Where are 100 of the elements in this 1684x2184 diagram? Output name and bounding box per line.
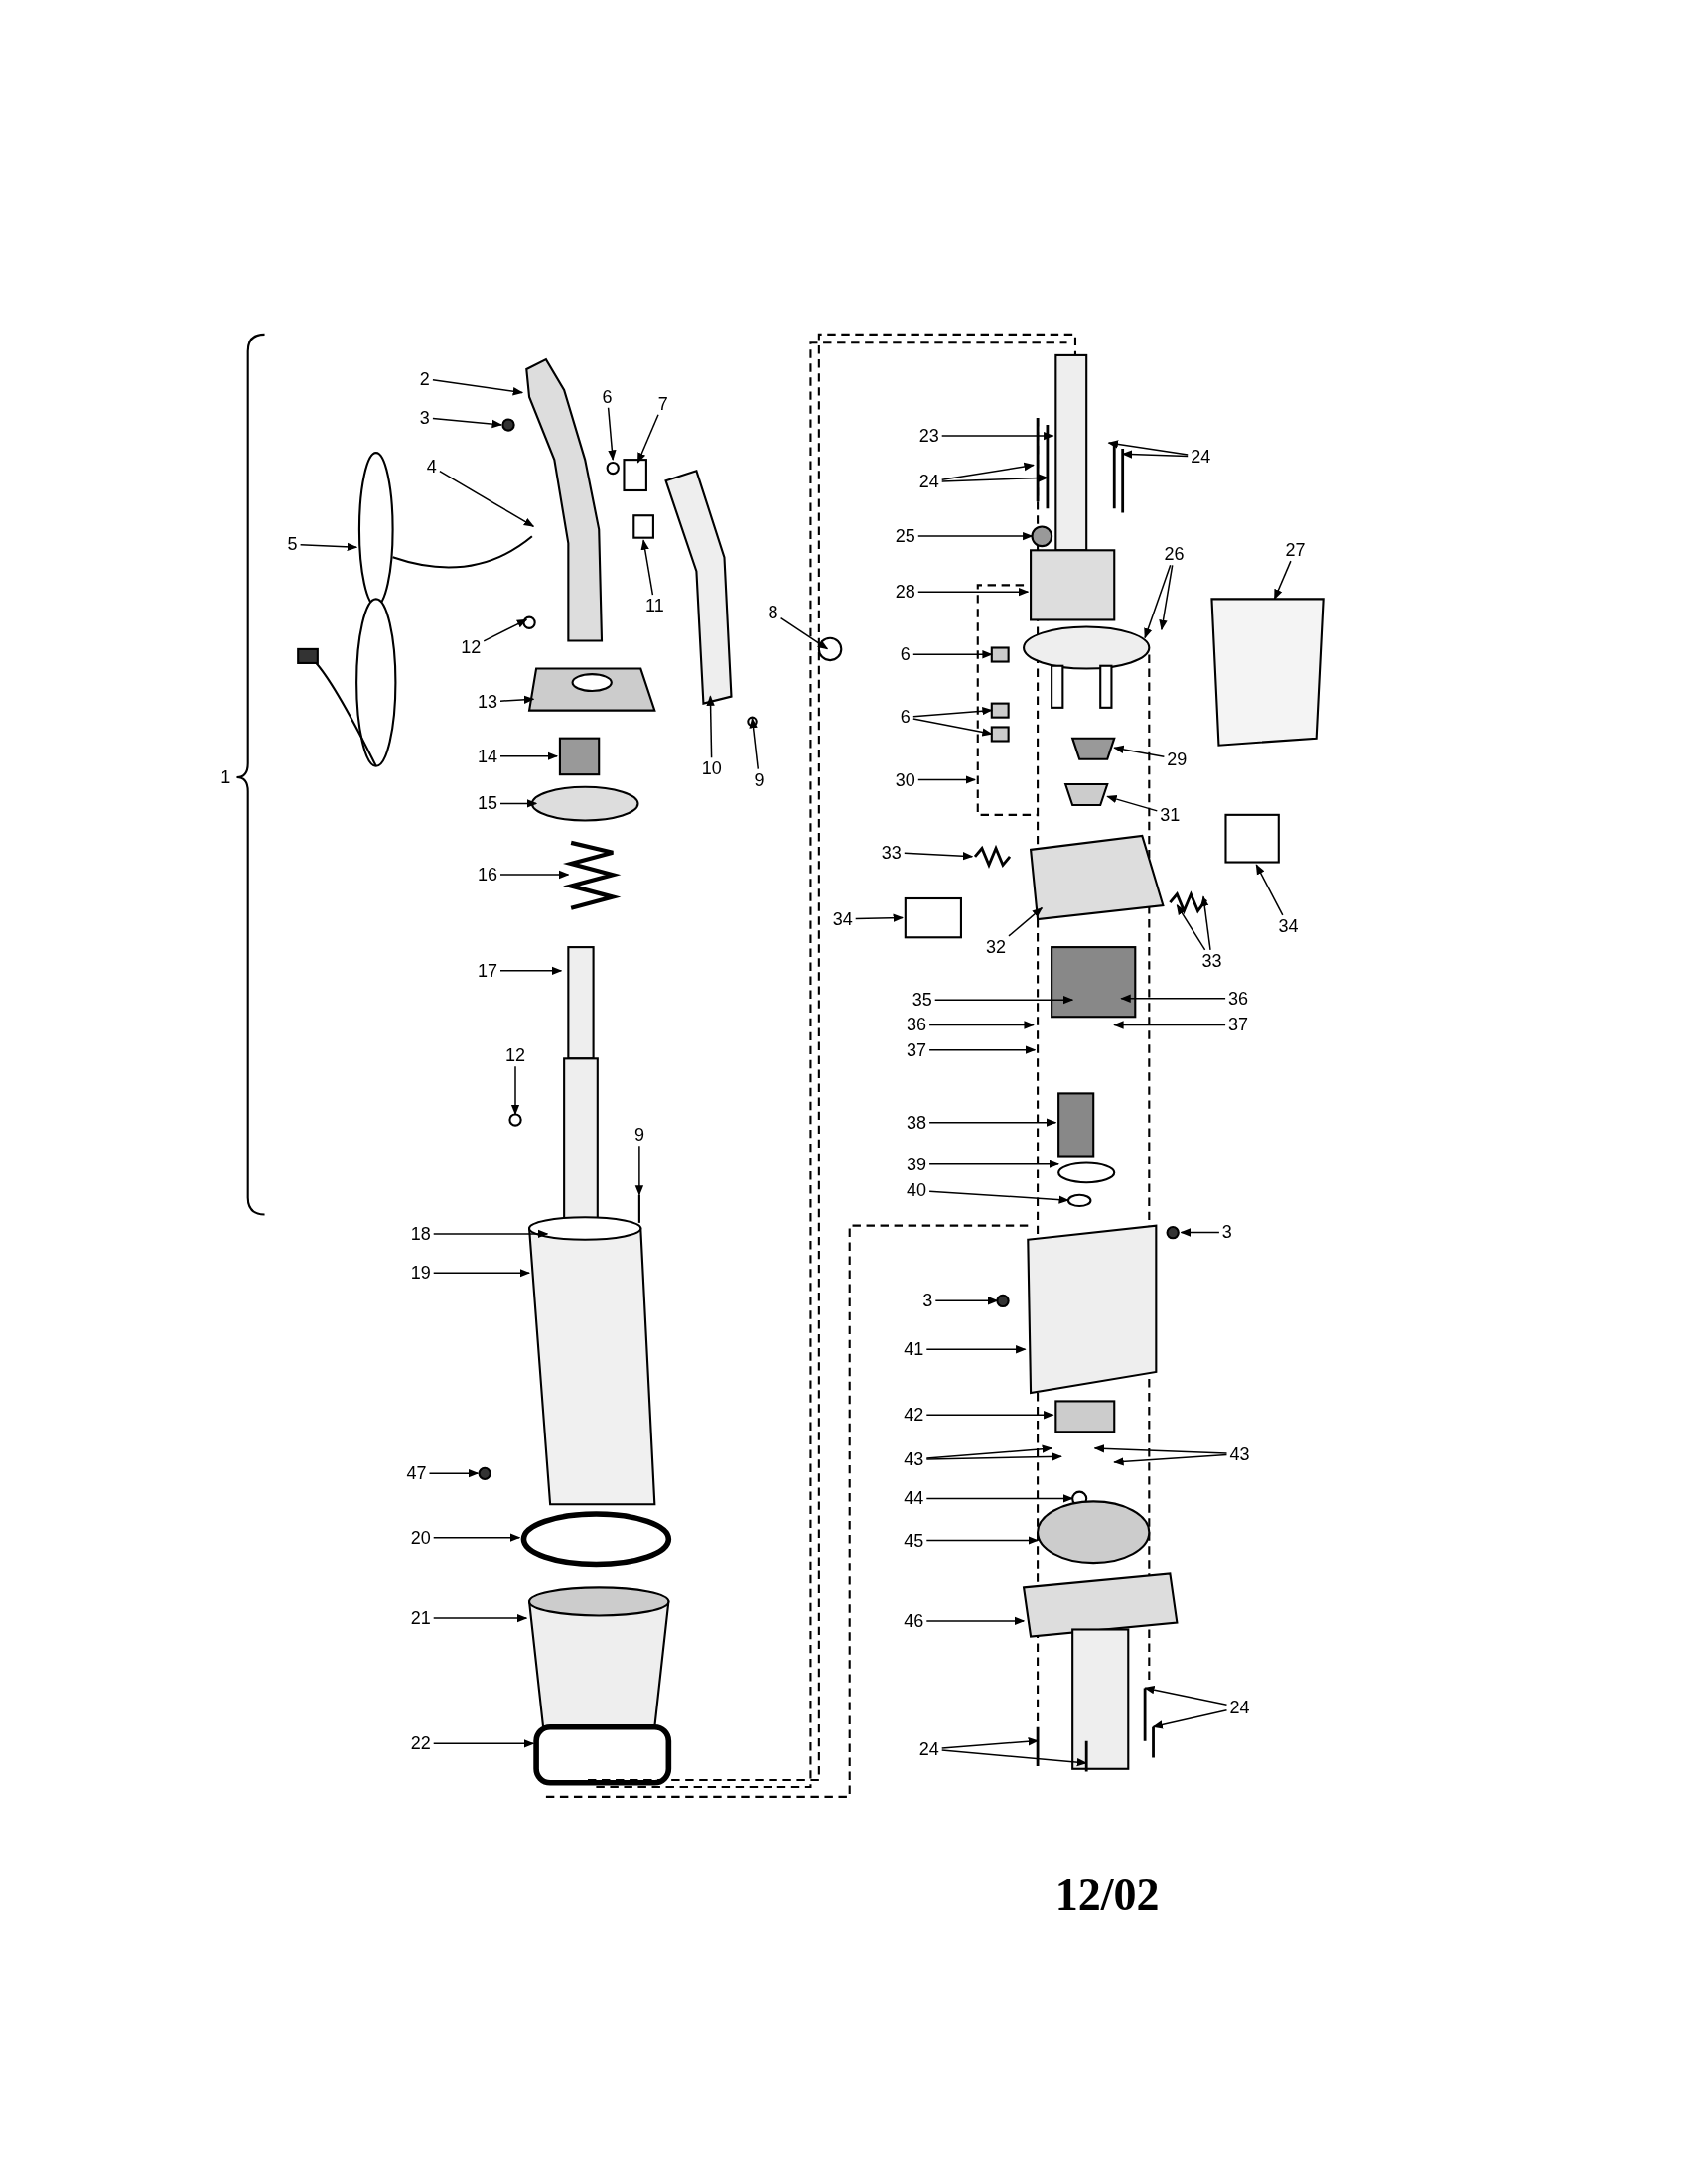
leader-line [925,1411,1054,1420]
leader-line [634,1145,644,1196]
leader-line [912,718,993,737]
leader-line [904,852,974,861]
leader-line [432,1269,531,1278]
callout-number: 26 [1163,544,1186,565]
leader-line [706,695,715,759]
callout-number: 41 [903,1339,925,1360]
callout-number: 24 [917,1738,940,1759]
leader-line [912,650,993,659]
leader-line [432,417,503,429]
callout-number: 36 [906,1015,928,1035]
leader-line [940,462,1035,481]
leader-line [1159,564,1174,631]
leader-line [928,1190,1070,1204]
leader-line [1180,1228,1220,1237]
callout-number: 25 [894,526,916,547]
callout-number: 39 [906,1154,928,1174]
leader-line [917,775,977,784]
callout-number: 18 [409,1223,432,1244]
leader-line [928,1021,1035,1029]
callout-number: 28 [894,582,916,603]
leader-line [749,717,760,770]
leader-line [1093,1444,1228,1454]
callout-number: 30 [894,769,916,790]
leader-line [917,588,1030,597]
leader-line [925,1616,1026,1626]
leader-line [1200,895,1211,951]
leader-line [912,707,993,718]
callout-number: 10 [700,758,723,779]
leader-line [925,1536,1040,1545]
leader-line [940,431,1054,441]
callout-number: 35 [911,990,933,1011]
callout-number: 19 [409,1263,432,1284]
leader-line [925,1444,1053,1459]
leader-line [607,407,617,461]
leader-line [917,531,1034,541]
leader-line [1008,906,1044,937]
leader-line [779,616,829,650]
callout-number: 5 [286,534,299,555]
leader-line [928,1160,1060,1168]
callout-number: 8 [767,603,779,623]
leader-line [1107,440,1189,456]
leader-line [940,1737,1040,1749]
leader-line [432,1533,521,1542]
callout-number: 16 [476,864,498,885]
leader-line [1106,795,1159,812]
leader-line [1113,1453,1228,1466]
callout-number: 17 [476,960,498,981]
callout-number: 12 [460,637,483,658]
callout-number: 24 [917,472,940,492]
leader-line [636,414,659,464]
leader-line [1144,1686,1228,1706]
callout-number: 44 [903,1488,925,1509]
leader-line [499,799,538,808]
callout-number: 45 [903,1530,925,1551]
leader-line [854,913,905,922]
leader-line [483,618,528,642]
leader-line [499,966,563,975]
callout-number: 3 [418,407,431,428]
leader-line [1113,1021,1226,1029]
leader-line [299,542,358,552]
leader-line [1120,994,1226,1003]
callout-number: 47 [405,1463,428,1484]
leader-line [1273,560,1292,601]
leader-line [1152,1709,1228,1729]
leader-line [432,1739,535,1748]
callout-number: 13 [476,692,498,712]
callout-number: 31 [1159,804,1182,825]
leader-line [934,1297,999,1305]
callout-number: 23 [917,426,940,447]
leader-line [499,751,559,760]
callout-number: 14 [476,746,498,766]
leader-line [940,1749,1088,1767]
leader-line [933,996,1074,1005]
callout-number: 24 [1228,1697,1251,1717]
callout-number: 15 [476,793,498,814]
callout-number: 32 [985,936,1007,957]
callout-number: 6 [899,707,912,728]
callout-number: 3 [1220,1222,1233,1243]
leader-line [499,695,535,704]
leader-line [432,1613,528,1623]
leader-line [428,1469,480,1478]
leader-line [925,1345,1027,1354]
leader-line [1121,450,1189,459]
leader-line [439,470,535,528]
leader-line [1144,564,1172,639]
leader-line [510,1065,520,1116]
leader-line [499,870,570,880]
leader-line [928,1118,1057,1127]
callout-number: 22 [409,1733,432,1754]
callout-number: 38 [906,1112,928,1133]
leader-line [940,474,1049,482]
callout-number: 42 [903,1405,925,1426]
callout-number: 7 [656,393,669,414]
callout-number: 2 [418,368,431,389]
callout-number: 9 [753,769,766,790]
callout-number: 43 [903,1449,925,1470]
leader-line [1255,864,1284,916]
callout-number: 46 [903,1610,925,1631]
